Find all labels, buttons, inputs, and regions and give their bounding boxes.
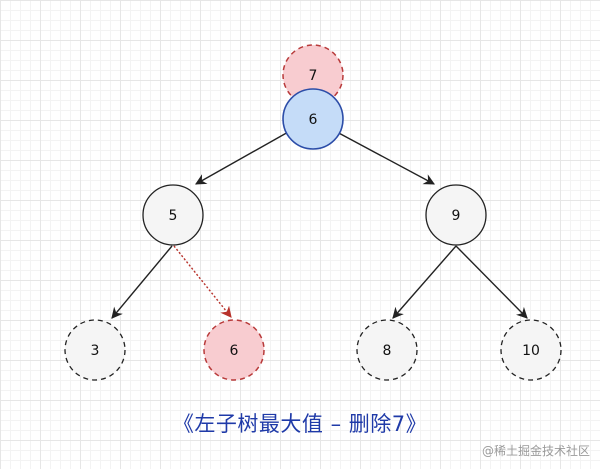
edge-root-to-right (334, 130, 435, 185)
removed-node-label: 7 (309, 68, 318, 84)
right-left-label: 8 (383, 343, 392, 359)
left-child-node: 5 (142, 184, 204, 246)
edge-right-to-right-left (392, 245, 457, 319)
moved-node-label: 6 (230, 343, 239, 359)
root-node-label: 6 (309, 112, 318, 128)
left-child-label: 5 (169, 208, 178, 224)
edge-left-to-moved-node (173, 245, 232, 318)
left-left-node: 3 (64, 319, 126, 381)
right-right-label: 10 (522, 343, 540, 359)
edge-right-to-right-right (455, 245, 528, 319)
right-child-node: 9 (425, 184, 487, 246)
left-left-label: 3 (91, 343, 100, 359)
right-child-label: 9 (452, 208, 461, 224)
right-left-node: 8 (356, 319, 418, 381)
right-right-node: 10 (500, 319, 562, 381)
edge-left-to-left-left (111, 245, 173, 319)
diagram-caption: 《左子树最大值 – 删除7》 (172, 412, 428, 436)
watermark: @稀土掘金技术社区 (481, 444, 590, 458)
edge-root-to-left (195, 130, 291, 185)
moved-node-6: 6 (203, 319, 265, 381)
root-node: 6 (282, 88, 344, 150)
